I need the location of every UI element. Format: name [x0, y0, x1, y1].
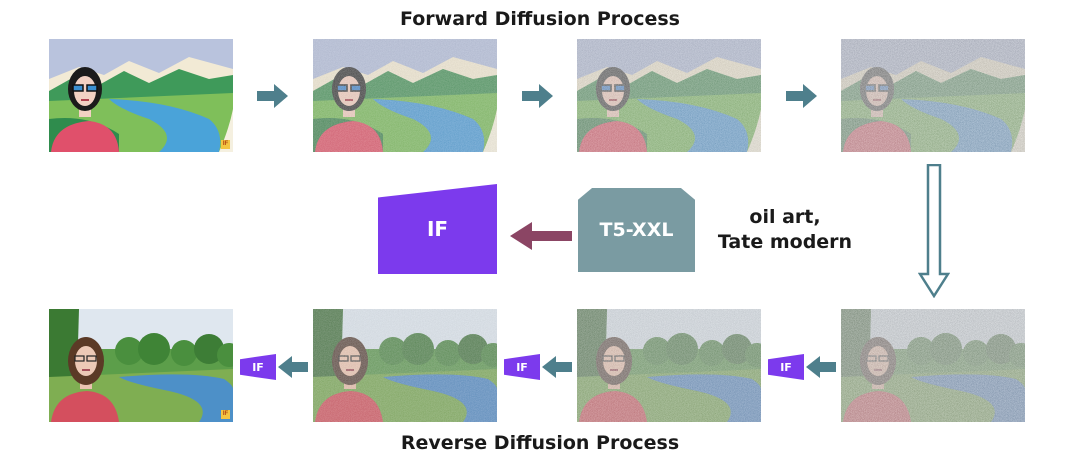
- text-prompt: oil art, Tate modern: [700, 205, 870, 255]
- conditioning-arrow: [510, 222, 572, 250]
- forward-arrow-1: [257, 84, 288, 108]
- forward-step-2-image: [577, 39, 761, 152]
- reverse-step-3-image: IF: [49, 309, 233, 422]
- if-watermark: IF: [221, 140, 230, 149]
- reverse-step-1-image: [577, 309, 761, 422]
- reverse-process-title: Reverse Diffusion Process: [400, 432, 680, 454]
- if-model-block: IF: [378, 184, 497, 274]
- prompt-line-2: Tate modern: [717, 231, 853, 253]
- forward-step-3-image: [841, 39, 1025, 152]
- t5-xxl-encoder-block: T5-XXL: [578, 188, 695, 272]
- if-model-small-3: IF: [768, 354, 804, 380]
- forward-process-title: Forward Diffusion Process: [400, 8, 680, 30]
- prompt-line-1: oil art,: [749, 206, 821, 228]
- forward-arrow-2: [522, 84, 553, 108]
- reverse-step-0-image: [841, 309, 1025, 422]
- forward-arrow-3: [786, 84, 817, 108]
- if-model-small-1: IF: [240, 354, 276, 380]
- reverse-arrow-3: [806, 356, 836, 378]
- if-model-small-2: IF: [504, 354, 540, 380]
- down-arrow: [918, 164, 950, 298]
- forward-step-0-image: IF: [49, 39, 233, 152]
- reverse-arrow-1: [278, 356, 308, 378]
- reverse-arrow-2: [542, 356, 572, 378]
- if-watermark: IF: [221, 410, 230, 419]
- reverse-step-2-image: [313, 309, 497, 422]
- forward-step-1-image: [313, 39, 497, 152]
